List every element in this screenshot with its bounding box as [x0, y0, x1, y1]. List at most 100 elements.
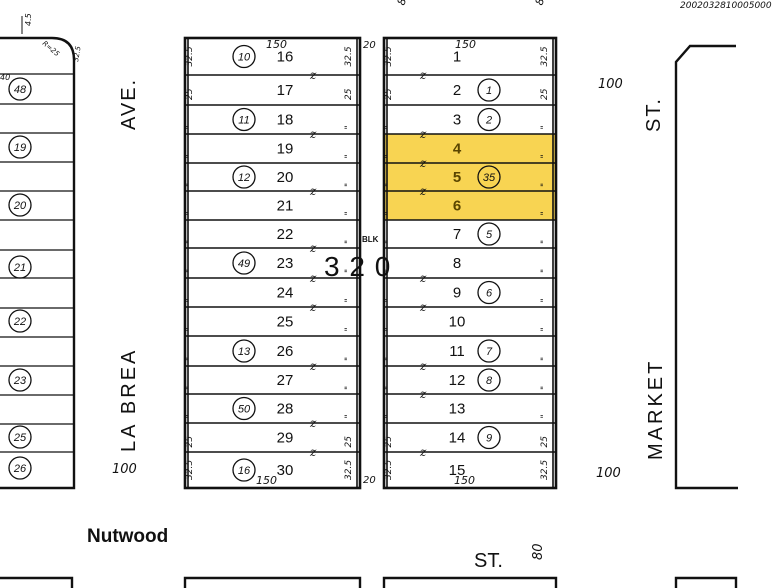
left-lot-number[interactable]: 28: [277, 401, 294, 418]
far-left-parcel-number[interactable]: 25: [13, 432, 27, 444]
right-lot-number[interactable]: 3: [453, 112, 461, 129]
edge-dimension: ": [344, 125, 354, 129]
right-lot-number[interactable]: 15: [449, 462, 466, 479]
left-lot-number[interactable]: 18: [277, 112, 294, 129]
far-left-parcel-number[interactable]: 20: [13, 200, 27, 212]
south-block-right: [382, 576, 558, 588]
document-id: 2002032810005000: [680, 1, 772, 11]
right-lot-number[interactable]: 11: [449, 343, 465, 360]
far-left-parcel-circle: [8, 425, 32, 449]
lot-divider-lines: [185, 74, 556, 453]
right-parcel-circle: [477, 339, 501, 363]
edge-dimension: ": [540, 414, 550, 418]
alley-width-top: 20: [363, 40, 376, 51]
far-left-parcel-number[interactable]: 26: [13, 463, 27, 475]
edge-dimension: ": [344, 386, 354, 390]
right-lot-number[interactable]: 10: [449, 314, 466, 331]
far-left-parcel-circle: [8, 135, 32, 159]
south-block-left-edge: [0, 576, 74, 588]
edge-dimension: ": [384, 327, 394, 331]
street-nutwood-st-label: ST.: [474, 550, 503, 572]
edge-dimension: ": [344, 414, 354, 418]
far-left-parcel-number[interactable]: 19: [14, 142, 26, 154]
left-lot-number[interactable]: 19: [277, 141, 294, 158]
tie-mark: z: [309, 241, 317, 255]
far-left-parcel-number[interactable]: 22: [13, 316, 26, 328]
tie-mark: z: [309, 271, 317, 285]
tie-mark: z: [419, 300, 427, 314]
left-parcel-number[interactable]: 13: [238, 346, 251, 358]
right-parcel-number[interactable]: 9: [486, 433, 492, 445]
left-lot-number[interactable]: 16: [277, 49, 294, 66]
right-parcel-number[interactable]: 2: [485, 115, 492, 127]
right-parcel-number[interactable]: 6: [486, 288, 493, 300]
right-parcel-number[interactable]: 7: [486, 346, 493, 358]
right-parcel-number[interactable]: 1: [486, 85, 492, 97]
left-parcel-number[interactable]: 49: [238, 258, 250, 270]
left-parcel-number[interactable]: 16: [238, 465, 251, 477]
left-lot-number[interactable]: 26: [277, 343, 294, 360]
edge-dimension: ": [540, 154, 550, 158]
edge-dimension: ": [384, 357, 394, 361]
right-parcel-number[interactable]: 8: [486, 375, 493, 387]
corner-dim-a: 40: [0, 73, 10, 82]
far-left-parcel-number[interactable]: 21: [13, 262, 26, 274]
right-lot-number[interactable]: 12: [449, 372, 466, 389]
far-left-parcel-number[interactable]: 23: [13, 375, 27, 387]
highlighted-lots[interactable]: [385, 134, 555, 220]
left-parcel-number[interactable]: 11: [238, 115, 249, 127]
left-parcel-circle: [232, 165, 256, 189]
right-lot-number[interactable]: 14: [449, 430, 466, 447]
left-lot-number[interactable]: 27: [277, 372, 294, 389]
left-lot-number[interactable]: 23: [277, 255, 294, 272]
right-lot-number[interactable]: 4: [453, 141, 462, 158]
edge-dimension: ": [384, 414, 394, 418]
edge-dimension: ": [344, 211, 354, 215]
nutwood-width: 80: [531, 543, 546, 560]
far-left-lots: 48 19 20 21 22 23 25 26: [0, 73, 74, 480]
block-prefix: BLK: [362, 235, 379, 244]
right-lot-number[interactable]: 13: [449, 401, 466, 418]
tie-mark: z: [309, 445, 317, 459]
right-block-outline: [382, 36, 558, 490]
right-parcel-circle: [477, 222, 501, 246]
left-parcel-number[interactable]: 50: [238, 404, 251, 416]
left-parcel-number[interactable]: 10: [238, 52, 251, 64]
right-lot-number[interactable]: 8: [453, 255, 461, 272]
left-lot-number[interactable]: 17: [277, 82, 294, 99]
edge-dimension: ": [540, 211, 550, 215]
edge-dimension: 32.5: [344, 460, 354, 480]
south-block-middle: [183, 576, 362, 588]
edge-dimension: ": [384, 240, 394, 244]
market-street-curb: [674, 44, 738, 490]
street-width-left: 100: [112, 462, 137, 477]
right-lot-number[interactable]: 6: [453, 198, 461, 215]
right-parcel-number[interactable]: 5: [486, 229, 493, 241]
edge-dimension: 25: [540, 88, 550, 100]
far-left-parcel-number[interactable]: 48: [14, 84, 27, 96]
left-parcel-number[interactable]: 12: [238, 172, 250, 184]
right-lot-number[interactable]: 5: [453, 169, 461, 186]
right-lot-number[interactable]: 1: [453, 49, 461, 66]
left-lot-number[interactable]: 21: [277, 198, 294, 215]
right-lot-number[interactable]: 2: [453, 82, 461, 99]
left-lot-number[interactable]: 25: [277, 314, 294, 331]
left-lot-number[interactable]: 29: [277, 430, 294, 447]
edge-dimension: ": [185, 357, 195, 361]
left-lot-number[interactable]: 24: [277, 285, 294, 302]
street-nutwood-label: Nutwood: [87, 526, 168, 547]
right-parcel-circle: [477, 425, 501, 450]
right-parcel-circle: [477, 78, 501, 102]
street-width-right-bottom: 100: [596, 466, 621, 481]
edge-dimension: ": [540, 357, 550, 361]
right-lot-number[interactable]: 7: [453, 226, 461, 243]
tie-mark: z: [309, 68, 317, 82]
right-parcel-number[interactable]: 35: [483, 172, 496, 184]
left-lot-number[interactable]: 22: [277, 226, 294, 243]
edge-dimension: ": [384, 125, 394, 129]
edge-dimension: ": [344, 357, 354, 361]
left-lot-number[interactable]: 20: [277, 169, 294, 186]
left-lot-number[interactable]: 30: [277, 462, 294, 479]
right-lot-number[interactable]: 9: [453, 285, 461, 302]
